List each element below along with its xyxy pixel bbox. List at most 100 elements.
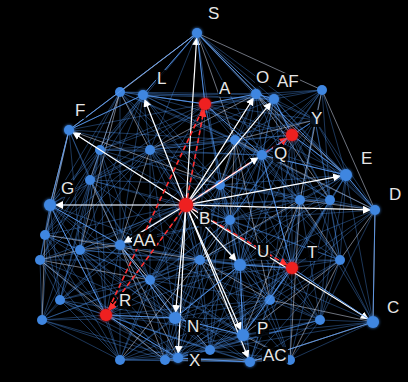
mesh-line — [235, 140, 330, 200]
mesh-line — [315, 120, 340, 260]
mesh-line — [120, 92, 121, 245]
graph-dot — [115, 355, 125, 365]
graph-dot — [145, 145, 155, 155]
mesh-line — [100, 150, 150, 280]
graph-dot — [75, 245, 85, 255]
mesh-line — [45, 180, 90, 235]
mesh-line — [150, 150, 151, 280]
mesh-line — [45, 92, 120, 235]
graph-edge — [53, 210, 104, 309]
mesh-line — [100, 94, 256, 150]
graph-edge — [189, 212, 249, 358]
mesh-line — [205, 104, 230, 220]
mesh-line — [240, 200, 330, 265]
node-label: AF — [276, 73, 300, 90]
mesh-line — [80, 185, 220, 250]
graph-node: AC — [245, 357, 255, 367]
graph-edge — [297, 139, 341, 172]
mesh-line — [220, 185, 320, 320]
graph-node: C — [367, 316, 379, 328]
mesh-line — [40, 260, 42, 320]
mesh-line — [150, 99, 274, 150]
node-label: D — [388, 186, 402, 203]
graph-node: Q — [257, 150, 267, 160]
graph-edge — [191, 103, 271, 200]
mesh-line — [150, 265, 240, 280]
graph-dot — [85, 175, 95, 185]
graph-node: E — [340, 169, 352, 181]
graph-edge — [211, 95, 251, 103]
mesh-line — [197, 33, 322, 90]
graph-node: AA — [115, 240, 125, 250]
mesh-line — [150, 220, 230, 280]
node-label: AA — [132, 232, 157, 249]
mesh-line — [250, 200, 300, 362]
mesh-line — [290, 320, 320, 360]
highlight-node: Y — [286, 129, 298, 141]
graph-edge — [111, 318, 174, 355]
graph-edge — [198, 38, 205, 98]
node-label: P — [256, 320, 269, 337]
mesh-line — [42, 320, 178, 358]
highlight-node: T — [286, 262, 298, 274]
graph-dot — [37, 315, 47, 325]
graph-edge — [148, 96, 199, 103]
graph-edge — [190, 98, 254, 199]
mesh-line — [40, 260, 120, 360]
mesh-line — [42, 250, 80, 320]
node-label: AC — [262, 347, 288, 364]
graph-edge — [246, 265, 286, 267]
graph-edge — [297, 271, 368, 318]
mesh-line — [300, 200, 373, 322]
mesh-line — [270, 200, 300, 300]
graph-node: AF — [269, 94, 279, 104]
highlight-node: B — [179, 198, 193, 212]
node-label: B — [198, 210, 211, 227]
graph-edge — [112, 315, 169, 317]
node-label: F — [74, 102, 86, 119]
mesh-line — [42, 235, 45, 320]
graph-edge — [201, 36, 342, 171]
mesh-line — [45, 235, 80, 250]
graph-edge — [193, 205, 370, 210]
highlight-edge — [110, 211, 182, 310]
mesh-line — [100, 140, 235, 150]
graph-dot — [230, 135, 240, 145]
graph-node: D — [370, 205, 380, 215]
mesh-line — [40, 180, 90, 260]
graph-edge — [145, 100, 184, 199]
mesh-line — [340, 210, 375, 260]
node-label: X — [188, 352, 201, 369]
mesh-line — [143, 33, 197, 95]
graph-dot — [315, 315, 325, 325]
graph-dot — [40, 230, 50, 240]
mesh-line — [230, 200, 330, 220]
mesh-line — [186, 120, 315, 205]
graph-edge — [350, 180, 372, 207]
mesh-line — [178, 300, 270, 358]
mesh-line — [80, 250, 165, 360]
graph-edge — [55, 208, 115, 243]
graph-dot — [35, 255, 45, 265]
node-label: S — [207, 5, 220, 22]
mesh-line — [60, 300, 165, 360]
mesh-line — [240, 200, 300, 265]
mesh-line — [240, 175, 346, 265]
graph-edge — [193, 176, 340, 204]
graph-node: F — [64, 125, 74, 135]
mesh-line — [235, 90, 322, 140]
graph-edge — [276, 104, 289, 130]
mesh-line — [210, 300, 270, 350]
graph-edge — [373, 215, 375, 316]
node-label: C — [386, 299, 400, 316]
mesh-line — [320, 320, 373, 322]
graph-node: S — [192, 28, 202, 38]
mesh-line — [42, 320, 165, 360]
node-label: G — [60, 180, 75, 197]
graph-dot — [295, 195, 305, 205]
mesh-line — [60, 150, 100, 300]
mesh-line — [220, 185, 330, 200]
mesh-line — [373, 210, 375, 322]
highlight-node: A — [199, 98, 211, 110]
mesh-line — [45, 235, 120, 360]
